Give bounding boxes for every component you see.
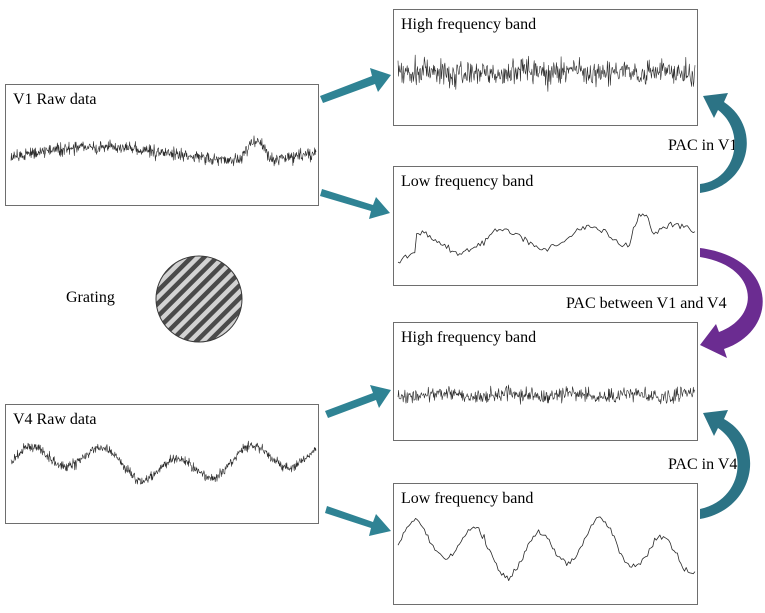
teal-arrow-icon: [320, 189, 390, 219]
v4-raw-data-panel: V4 Raw data: [5, 404, 319, 524]
v1-raw-signal: [10, 135, 317, 167]
v4-raw-signal: [10, 440, 317, 485]
v4-low-frequency-panel: Low frequency band: [393, 483, 698, 605]
v4-low-frequency-label: Low frequency band: [401, 490, 534, 507]
v4-high-frequency-signal: [397, 384, 696, 405]
v1-high-frequency-panel: High frequency band: [393, 9, 698, 126]
pac-in-v4-curved-arrow-icon: [700, 410, 751, 519]
grating-icon: [155, 255, 243, 343]
v4-high-frequency-panel: High frequency band: [393, 322, 698, 441]
teal-arrow-icon: [325, 506, 391, 536]
pac-between-v1-v4-label: PAC between V1 and V4: [566, 295, 727, 312]
teal-arrow-icon: [325, 385, 391, 418]
pac-between-v1-v4-curved-arrow-icon: [700, 248, 763, 358]
v4-raw-data-label: V4 Raw data: [13, 411, 97, 428]
v1-raw-data-panel: V1 Raw data: [5, 84, 319, 206]
pac-in-v4-label: PAC in V4: [668, 456, 738, 473]
grating-label: Grating: [66, 289, 115, 306]
v1-low-frequency-signal: [397, 213, 696, 264]
v1-raw-data-label: V1 Raw data: [13, 91, 97, 108]
v1-low-frequency-label: Low frequency band: [401, 173, 534, 190]
v1-high-frequency-label: High frequency band: [401, 16, 537, 33]
v4-low-frequency-signal: [397, 516, 696, 581]
v1-high-frequency-signal: [397, 54, 696, 92]
teal-arrow-icon: [320, 68, 391, 103]
v4-high-frequency-label: High frequency band: [401, 329, 537, 346]
pac-in-v1-label: PAC in V1: [668, 137, 738, 154]
v1-low-frequency-panel: Low frequency band: [393, 166, 698, 286]
pac-in-v1-curved-arrow-icon: [700, 93, 747, 193]
